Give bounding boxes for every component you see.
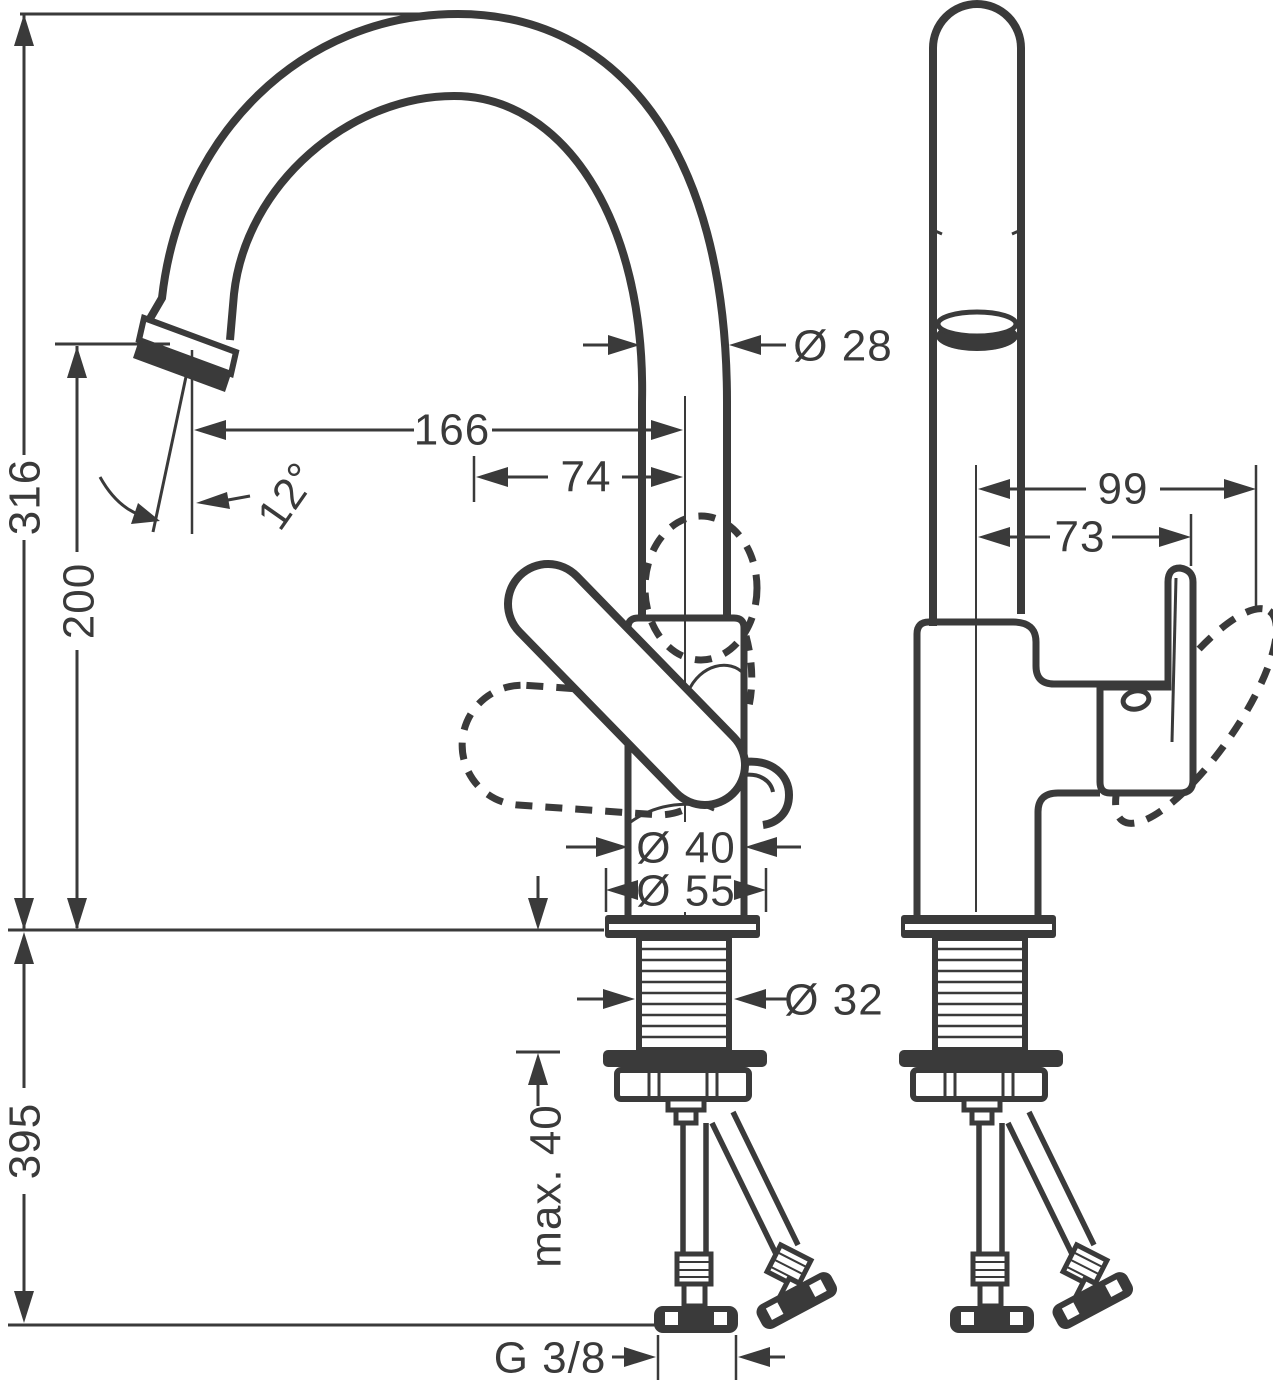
side-view — [913, 0, 1273, 915]
handle-base-joint-line — [627, 802, 715, 826]
dim-74: 74 — [472, 453, 683, 502]
dim-label-spout-reach: 166 — [414, 406, 490, 455]
arrow-left-icon — [196, 492, 230, 509]
dim-d40: Ø 40 — [566, 824, 801, 873]
arrow-up-icon — [14, 932, 34, 964]
arrow-right-icon — [734, 880, 766, 900]
column-joint-tick-right — [1011, 228, 1022, 236]
arrow-left-icon — [978, 479, 1010, 499]
dim-label-body-diameter: Ø 40 — [636, 824, 735, 873]
arrow-down-icon — [67, 898, 87, 930]
dim-200: 200 — [55, 346, 104, 930]
dim-label-hose-connection: G 3/8 — [494, 1334, 607, 1383]
arrow-right-icon — [596, 837, 628, 857]
side-body-outline — [913, 618, 1166, 915]
arrow-left-icon — [745, 837, 777, 857]
arrow-right-icon — [608, 335, 640, 355]
flange-washer — [603, 1050, 767, 1067]
aerator-ring — [935, 309, 1019, 339]
arrow-diagonal-icon — [131, 503, 160, 524]
spout-inner-edge — [226, 91, 647, 622]
diagonal-hose — [709, 1110, 838, 1330]
dim-label-shaft-diameter: Ø 32 — [784, 976, 883, 1025]
arrow-right-icon — [1159, 527, 1191, 547]
arrow-left-icon — [194, 420, 226, 440]
dim-label-swivel-angle: 12° — [248, 453, 328, 538]
lever-hook — [743, 757, 794, 829]
dim-label-outlet-offset: 74 — [561, 453, 612, 502]
spout-tip-endcap — [133, 340, 231, 392]
dim-d55: Ø 55 — [604, 867, 768, 916]
handle-swivel-dashed-circle — [641, 512, 761, 664]
dim-label-handle-offset: 73 — [1055, 513, 1106, 562]
arrow-down-icon — [528, 898, 548, 930]
side-lever-seam — [1170, 577, 1178, 743]
arrow-right-icon — [1224, 479, 1256, 499]
dimensions: 316 200 395 166 — [1, 14, 1258, 1383]
dim-label-base-diameter: Ø 55 — [636, 867, 735, 916]
arrow-right-icon — [624, 1347, 656, 1367]
dim-166: 166 — [194, 406, 683, 455]
under-counter-assembly — [603, 915, 838, 1333]
mounting-nut — [614, 1067, 752, 1102]
dim-label-spout-height: 200 — [55, 563, 104, 639]
arrow-up-icon — [14, 14, 34, 46]
lever-hook-inner — [743, 772, 775, 793]
dim-label-spout-diameter: Ø 28 — [793, 322, 892, 371]
arrow-up-icon — [528, 1053, 548, 1085]
column-joint-tick-left — [932, 228, 943, 236]
under-counter-assembly-side — [899, 915, 1136, 1333]
handle-dashed-arc — [742, 635, 756, 715]
front-view — [133, 9, 794, 930]
arrow-down-icon — [14, 898, 34, 930]
dim-316: 316 — [1, 14, 50, 930]
side-handle-hole — [1120, 688, 1152, 712]
arrow-left-icon — [734, 989, 766, 1009]
arrow-right-icon — [651, 420, 683, 440]
dim-g38: G 3/8 — [494, 1334, 785, 1383]
arrow-up-icon — [67, 346, 87, 378]
cartridge-dome-line — [686, 663, 746, 693]
stream-angle-line — [151, 371, 189, 533]
dim-label-max-thickness: max. 40 — [522, 1104, 571, 1268]
dim-d28: Ø 28 — [583, 322, 892, 371]
side-body-step — [1034, 789, 1100, 915]
reference-lines — [8, 12, 656, 1327]
base-plate-seam — [609, 924, 756, 930]
arrow-left-icon — [476, 467, 508, 487]
dim-99: 99 — [978, 465, 1258, 612]
side-handle-housing — [1096, 564, 1197, 797]
arrow-left-icon — [729, 335, 761, 355]
dim-395: 395 — [1, 932, 50, 1323]
dim-73: 73 — [978, 513, 1193, 566]
arrow-left-icon — [978, 527, 1010, 547]
diagonal-t-fitting — [756, 1272, 838, 1330]
dim-12deg: 12° — [98, 453, 328, 539]
dim-label-total-height: 316 — [1, 459, 50, 535]
arrow-left-icon — [738, 1347, 770, 1367]
dim-max40: max. 40 — [516, 876, 571, 1268]
nut-flats — [647, 1070, 719, 1099]
shaft-threads — [642, 947, 726, 1039]
arrow-right-icon — [651, 467, 683, 487]
vertical-hose — [654, 1123, 738, 1333]
dim-label-handle-reach: 99 — [1098, 465, 1149, 514]
arrow-right-icon — [603, 989, 635, 1009]
handle-fill — [512, 568, 741, 801]
dim-d32: Ø 32 — [577, 976, 883, 1025]
arrow-left-icon — [606, 880, 638, 900]
arrow-down-icon — [14, 1291, 34, 1323]
spout-outer-edge — [144, 9, 731, 622]
hose-manifold-neck — [673, 1107, 699, 1126]
dim-label-below-counter: 395 — [1, 1103, 50, 1179]
